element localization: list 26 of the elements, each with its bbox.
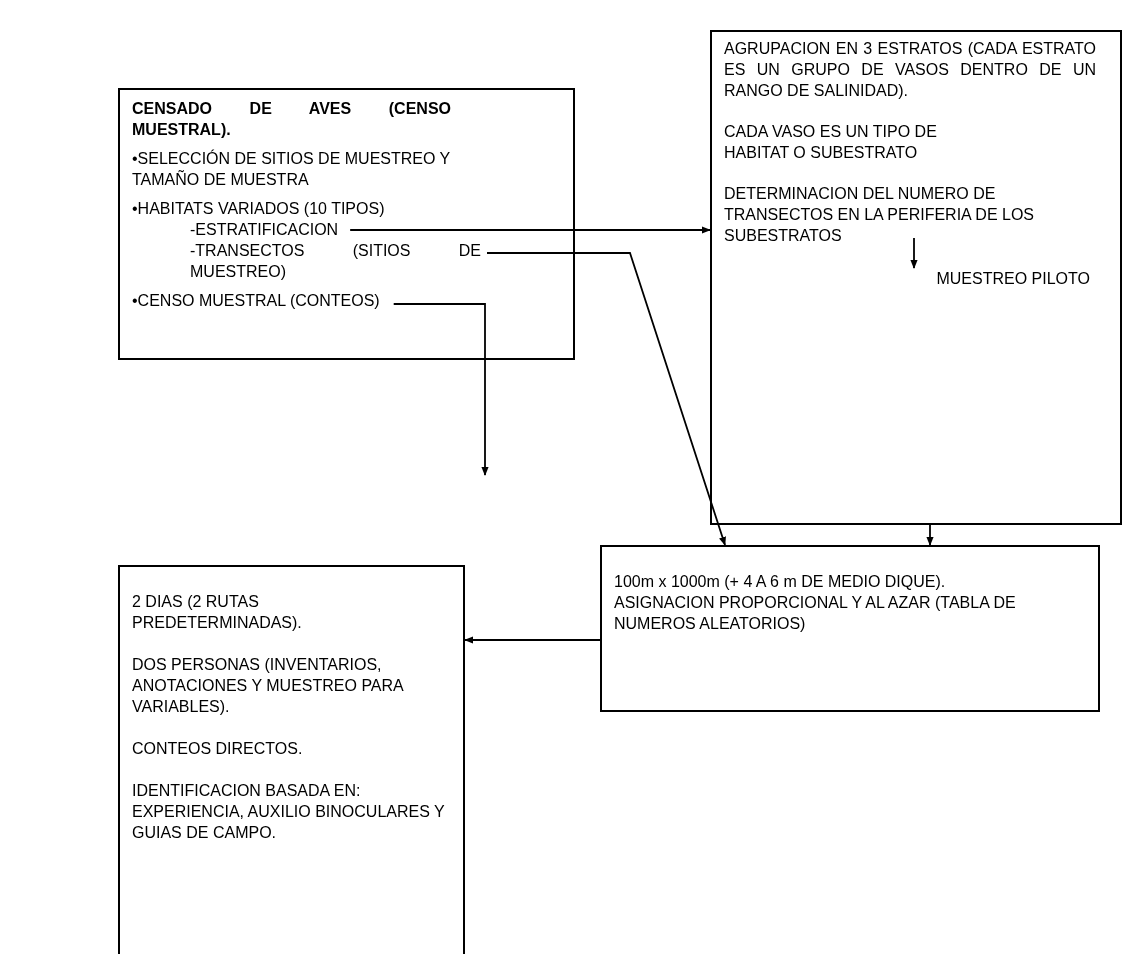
process-box xyxy=(710,30,1122,525)
box-text: DETERMINACION DEL NUMERO DE TRANSECTOS EN LA PERIFERIA DE LOS SUBESTRATOS xyxy=(724,184,1035,246)
arrow xyxy=(392,303,489,476)
arrow xyxy=(910,237,918,269)
box-text: CENSADO DE AVES (CENSO MUESTRAL). xyxy=(132,99,452,140)
box-text: AGRUPACION EN 3 ESTRATOS (CADA ESTRATO ES UN GRUPO DE VASOS DENTRO DE UN RANGO DE SALINIDAD). xyxy=(724,39,1096,101)
box-text: •CENSO MUESTRAL (CONTEOS) xyxy=(132,291,380,311)
process-box xyxy=(118,88,575,360)
box-text: CADA VASO ES UN TIPO DE HABITAT O SUBESTRATO xyxy=(724,122,938,163)
box-text: 100m x 1000m (+ 4 A 6 m DE MEDIO DIQUE). xyxy=(614,572,947,592)
box-text: IDENTIFICACION BASADA EN: EXPERIENCIA, AUXILIO BINOCULARES Y GUIAS DE CAMPO. xyxy=(132,781,446,843)
process-box xyxy=(600,545,1100,712)
arrow xyxy=(464,636,601,644)
box-text: MUESTREO PILOTO xyxy=(936,269,1090,289)
process-box xyxy=(118,565,465,954)
box-text: CONTEOS DIRECTOS. xyxy=(132,739,304,759)
box-text: 2 DIAS (2 RUTAS PREDETERMINADAS). xyxy=(132,592,303,633)
arrow xyxy=(349,226,711,234)
box-text: -TRANSECTOS (SITIOS DE MUESTREO) xyxy=(189,241,481,282)
box-text: -ESTRATIFICACION xyxy=(189,220,339,240)
arrow xyxy=(486,252,726,546)
arrow xyxy=(926,524,934,546)
box-text: DOS PERSONAS (INVENTARIOS, ANOTACIONES Y MUESTREO PARA VARIABLES). xyxy=(132,655,405,717)
box-text: •SELECCIÓN DE SITIOS DE MUESTREO Y TAMAÑO DE MUESTRA xyxy=(132,148,451,190)
box-text: ASIGNACION PROPORCIONAL Y AL AZAR (TABLA DE NUMEROS ALEATORIOS) xyxy=(614,593,1017,634)
box-text: •HABITATS VARIADOS (10 TIPOS) xyxy=(132,199,386,219)
